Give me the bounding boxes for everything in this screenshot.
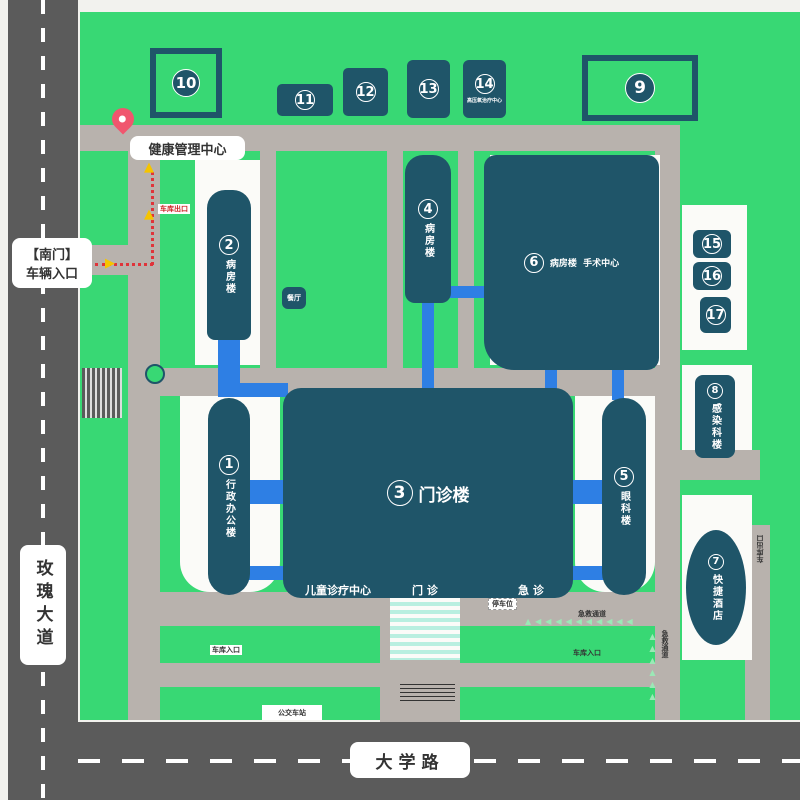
building-number: 7 [708,553,724,570]
building-12[interactable]: 12 [343,68,388,116]
building-8[interactable]: 8 感染科楼 [695,375,735,458]
building-number: 6 [523,252,544,273]
vehicle-route [151,172,154,265]
building-name: 快捷酒店 [710,573,722,622]
building-4[interactable]: 4 病房楼 [405,155,451,303]
building-number: 3 [386,480,413,506]
vehicle-route [95,263,153,266]
building-name: 行政办公楼 [223,478,235,539]
building-16[interactable]: 16 [693,262,731,290]
route-arrow-icon: ▲ [144,160,154,175]
building-number: 8 [707,382,723,399]
walkway [440,286,490,298]
building-13[interactable]: 13 [407,60,450,118]
walkway [218,383,288,397]
pediatric-label: 儿童诊疗中心 [305,584,371,597]
road [260,150,276,370]
vehicle-entrance: 车辆入口 [25,267,78,282]
dining-hall[interactable]: 餐厅 [282,287,306,309]
building-number: 15 [702,234,722,254]
building-number: 2 [219,235,239,255]
emergency-label: 急 诊 [518,584,544,597]
building-number: 1 [219,454,239,475]
building-1[interactable]: 1 行政办公楼 [208,398,250,595]
road [458,150,474,370]
building-5[interactable]: 5 眼科楼 [602,398,646,595]
building-6[interactable]: 6 病房楼 手术中心 [484,155,659,370]
walkway [245,480,285,504]
building-9[interactable]: 9 [582,55,698,121]
walkway [218,335,240,395]
walkway [245,566,285,580]
lane-marking [41,0,45,800]
garage-exit-label: 车库出口 [158,204,190,214]
lawn [478,628,643,663]
building-number: 5 [614,466,634,487]
building-17[interactable]: 17 [700,297,731,333]
bus-stop-label: 公交车站 [278,708,306,717]
building-number: 10 [172,69,200,97]
building-7[interactable]: 7 快捷酒店 [686,530,746,645]
building-name: 高压氧治疗中心 [466,98,502,104]
building-number: 9 [625,73,655,103]
garage-exit-label: 车库出口 [756,535,764,563]
building-number: 17 [705,305,726,325]
bus-stop: 公交车站 [262,705,322,720]
building-11[interactable]: 11 [277,84,333,116]
building-number: 11 [295,90,315,110]
building-number: 16 [702,266,722,286]
building-name: 病房楼 手术中心 [549,259,620,269]
south-gate-title: 【南门】 [25,248,78,263]
building-2[interactable]: 2 病房楼 [207,190,251,340]
building-14[interactable]: 14 高压氧治疗中心 [463,60,506,118]
crosswalk [400,684,455,704]
plaza [390,598,460,660]
emergency-lane-label: 急救通道 [661,630,669,658]
south-gate-label: 【南门】车辆入口 [12,238,92,288]
lawn [176,628,376,663]
walkway [570,566,605,580]
building-10[interactable]: 10 [150,48,222,118]
building-name: 病房楼 [223,259,235,295]
roundabout [145,364,165,384]
walkway [570,480,605,504]
health-center-label: 健康管理中心 [130,136,245,160]
route-arrow-icon: ▲ [144,207,154,222]
garage-entrance-label: 车库入口 [573,649,601,657]
walkway [422,295,434,390]
route-arrow-icon: ▶ [105,256,115,271]
building-name: 门诊楼 [418,485,470,506]
building-number: 12 [355,82,376,102]
building-15[interactable]: 15 [693,230,731,258]
university-road-label: 大学路 [350,742,470,778]
emergency-arrows-icon: ▲◀◀◀◀◀◀◀◀◀◀ [525,617,637,626]
walkway [545,365,557,390]
building-number: 14 [474,74,495,94]
building-number: 13 [418,79,439,99]
emergency-arrows-icon: ▲▲▲▲▲▲ [648,632,657,704]
building-name: 病房楼 [422,223,434,259]
crosswalk [82,368,122,418]
building-name: 餐厅 [287,294,301,302]
road [128,150,160,720]
garage-entrance-label: 车库入口 [210,645,242,655]
road [80,245,160,275]
walkway [612,365,624,400]
emergency-lane-label: 急救通道 [578,610,606,618]
rose-avenue-label: 玫瑰大道 [20,545,66,665]
building-name: 眼科楼 [618,490,630,527]
building-name: 感染科楼 [709,402,721,451]
building-number: 4 [418,199,438,219]
outpatient-label: 门 诊 [412,584,438,597]
road [387,150,403,370]
parking-label: 停车位 [488,598,517,610]
